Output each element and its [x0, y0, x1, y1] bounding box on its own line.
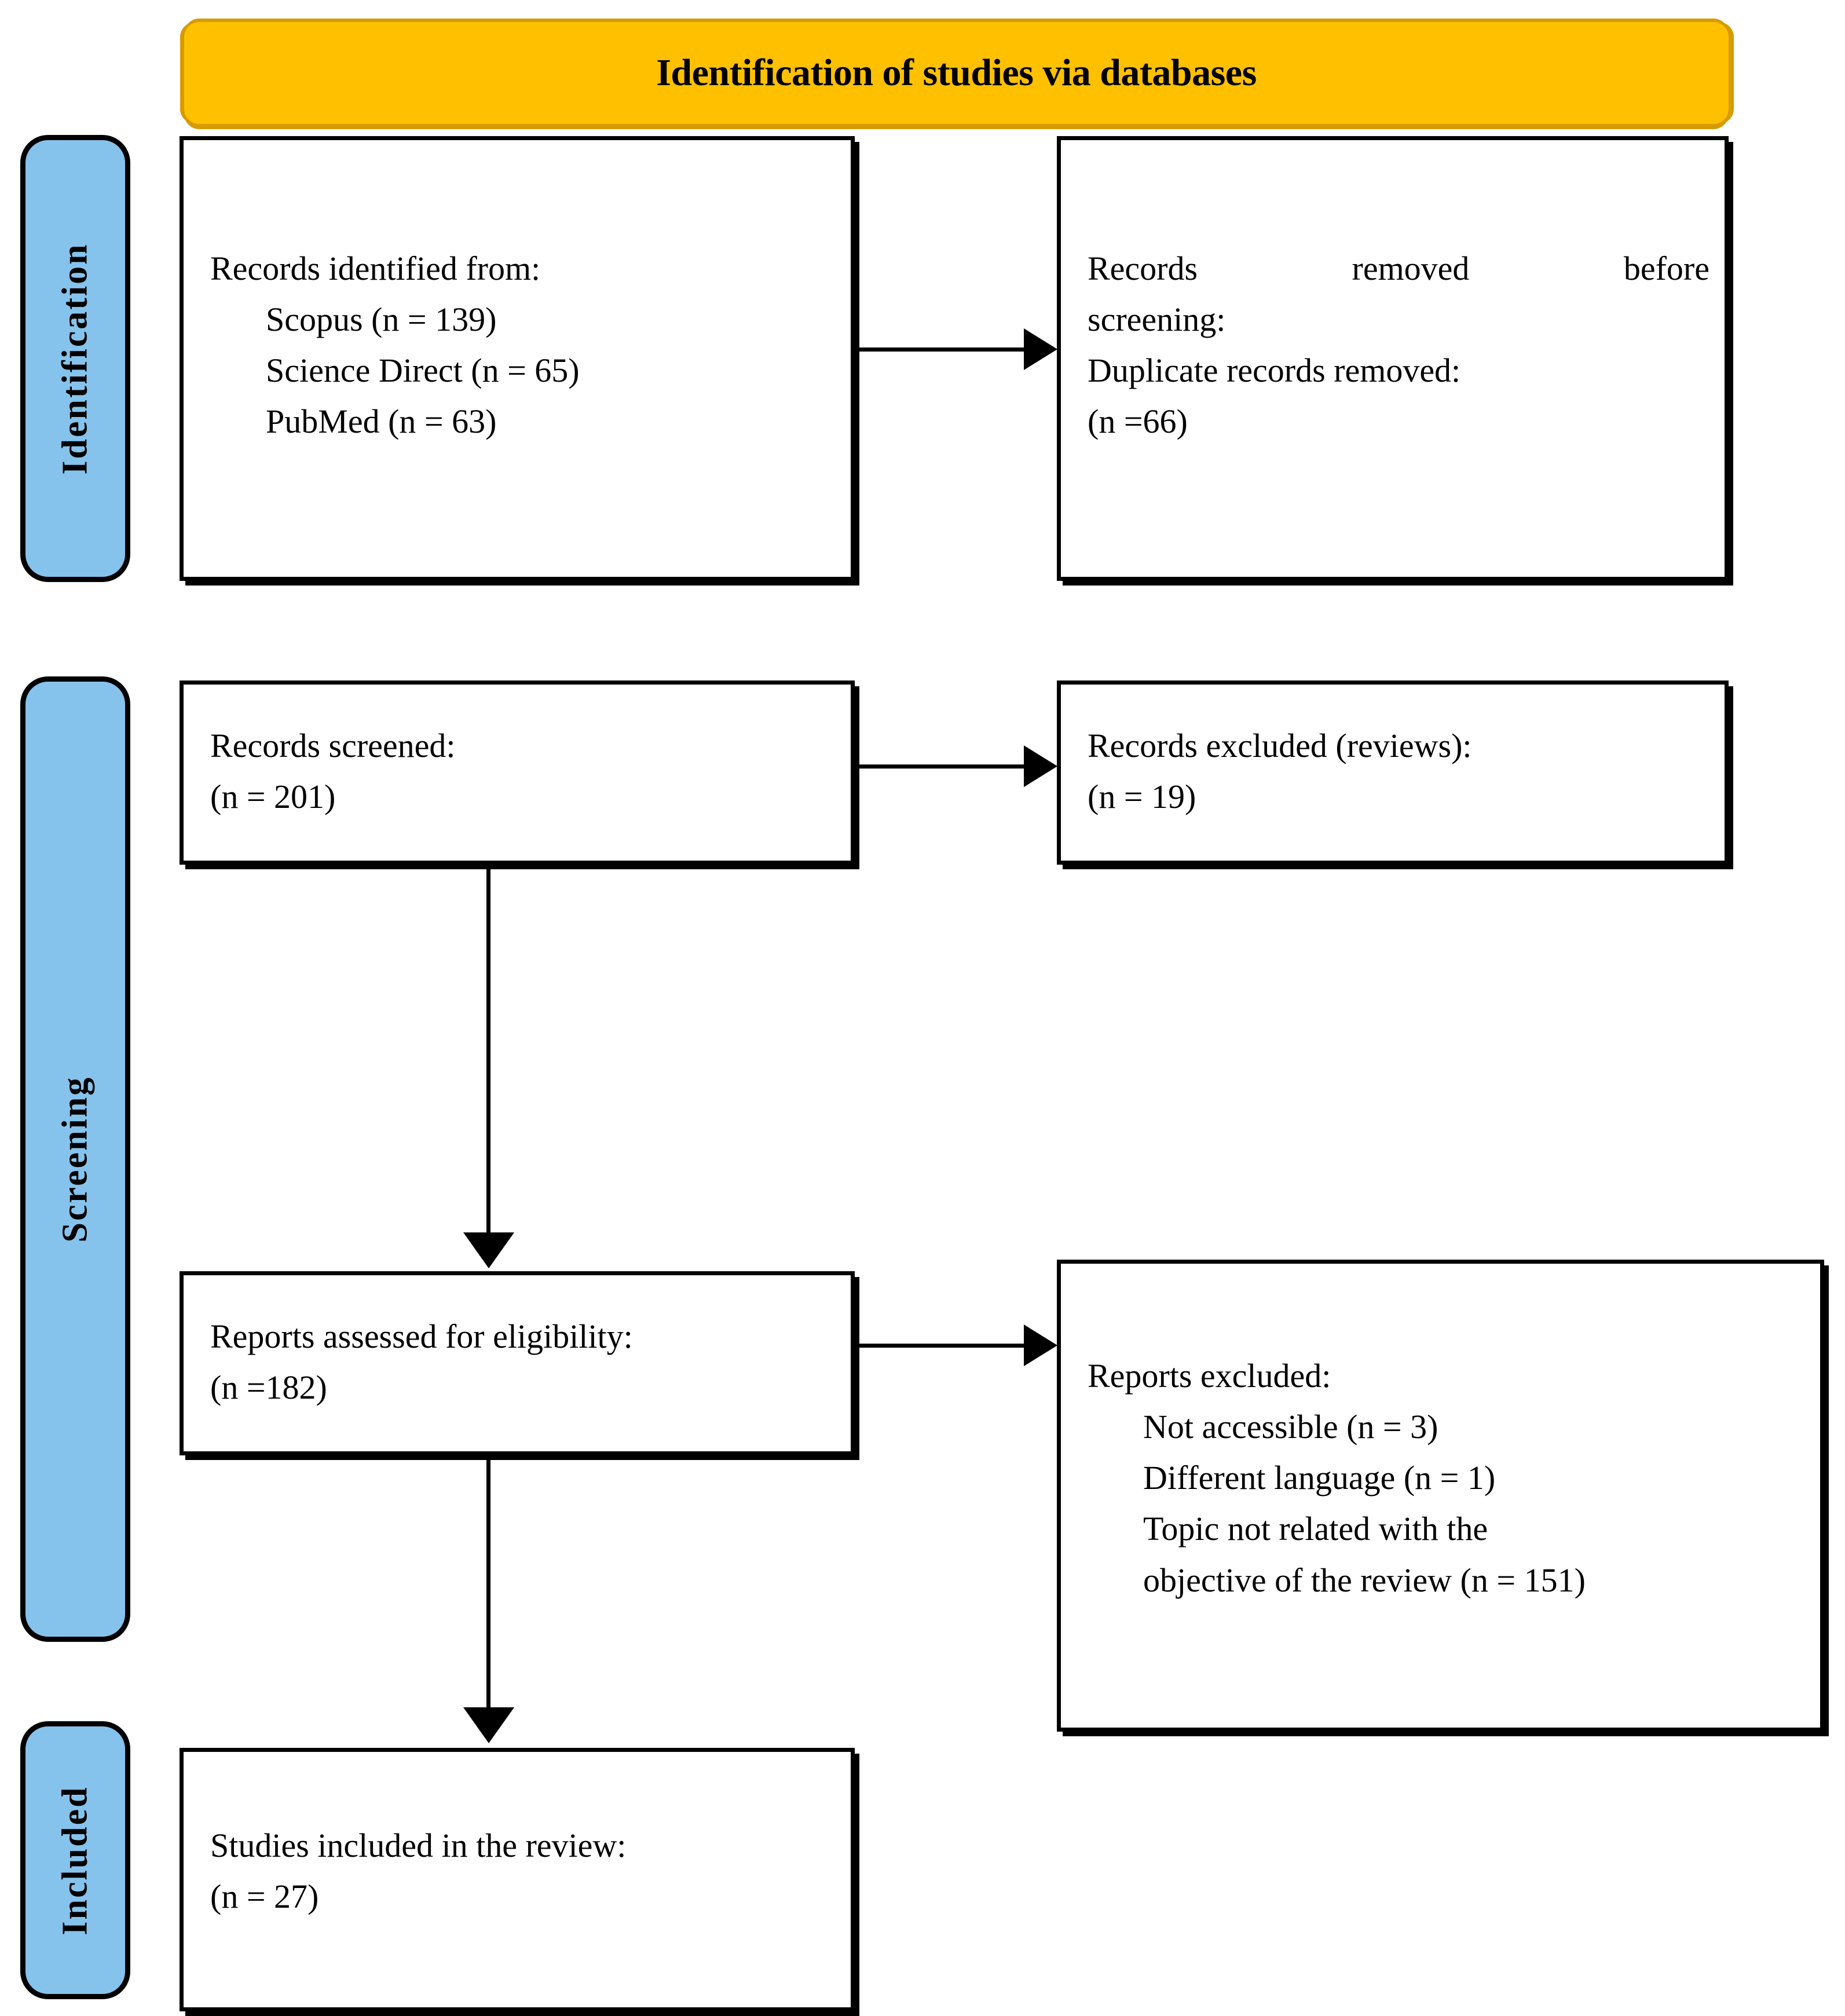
records-identified-source-science-direct: Science Direct (n = 65): [266, 352, 580, 390]
stage-pill-included: Included: [20, 1721, 130, 1999]
box-reports-assessed-text: Reports assessed for eligibility: (n =18…: [210, 1311, 836, 1413]
records-excluded-reviews-lead: Records excluded (reviews):: [1088, 727, 1472, 764]
box-records-removed-text: Records removed before screening: Duplic…: [1088, 243, 1709, 448]
records-screened-count: (n = 201): [210, 778, 336, 816]
records-screened-lead: Records screened:: [210, 727, 456, 764]
reports-excluded-reason-not-accessible: Not accessible (n = 3): [1143, 1408, 1438, 1446]
box-records-screened-text: Records screened: (n = 201): [210, 720, 836, 822]
records-removed-line-3: Duplicate records removed:: [1088, 352, 1461, 390]
reports-assessed-lead: Reports assessed for eligibility:: [210, 1318, 633, 1355]
arrow-down-icon-screened-to-eligibility: [463, 1232, 514, 1268]
records-identified-lead: Records identified from:: [210, 250, 541, 287]
box-records-identified: Records identified from: Scopus (n = 139…: [180, 136, 855, 581]
studies-included-count: (n = 27): [210, 1878, 319, 1916]
records-identified-source-scopus: Scopus (n = 139): [266, 301, 497, 339]
box-records-screened: Records screened: (n = 201): [180, 680, 855, 865]
arrow-right-icon-eligibility-to-reports-excluded: [1024, 1325, 1057, 1366]
box-studies-included-text: Studies included in the review: (n = 27): [210, 1820, 836, 1922]
box-studies-included: Studies included in the review: (n = 27): [180, 1748, 855, 2011]
box-records-identified-text: Records identified from: Scopus (n = 139…: [210, 243, 836, 448]
records-identified-source-pubmed: PubMed (n = 63): [266, 403, 497, 441]
connector-eligibility-to-included: [486, 1457, 490, 1712]
connector-screened-to-excluded-reviews: [858, 764, 1026, 769]
records-removed-line-1: Records removed before: [1088, 250, 1709, 287]
connector-screened-to-eligibility: [486, 866, 490, 1237]
arrow-right-icon-identified-to-removed: [1024, 328, 1057, 370]
records-removed-count: (n =66): [1088, 403, 1188, 441]
connector-identified-to-removed: [858, 347, 1026, 352]
arrow-right-icon-screened-to-excluded-reviews: [1024, 745, 1057, 787]
connector-eligibility-to-reports-excluded: [858, 1344, 1026, 1348]
stage-pill-identification: Identification: [20, 135, 130, 582]
reports-excluded-reason-different-language: Different language (n = 1): [1143, 1459, 1496, 1497]
box-reports-assessed-for-eligibility: Reports assessed for eligibility: (n =18…: [180, 1271, 855, 1455]
reports-excluded-reason-topic-line-1: Topic not related with the: [1143, 1510, 1488, 1548]
arrow-down-icon-eligibility-to-included: [463, 1707, 514, 1743]
box-reports-excluded: Reports excluded: Not accessible (n = 3)…: [1057, 1260, 1824, 1732]
reports-excluded-reason-topic-line-2: objective of the review (n = 151): [1143, 1561, 1586, 1599]
box-records-removed-before-screening: Records removed before screening: Duplic…: [1057, 136, 1729, 581]
box-records-excluded-reviews: Records excluded (reviews): (n = 19): [1057, 680, 1729, 865]
header-banner: Identification of studies via databases: [184, 22, 1729, 124]
records-excluded-reviews-count: (n = 19): [1088, 778, 1196, 816]
header-title: Identification of studies via databases: [656, 52, 1257, 94]
stage-label-screening: Screening: [55, 1075, 95, 1243]
reports-assessed-count: (n =182): [210, 1369, 327, 1407]
box-reports-excluded-text: Reports excluded: Not accessible (n = 3)…: [1088, 1351, 1805, 1606]
reports-excluded-lead: Reports excluded:: [1088, 1357, 1331, 1395]
stage-label-identification: Identification: [55, 242, 95, 475]
records-removed-line-2: screening:: [1088, 301, 1226, 339]
stage-pill-screening: Screening: [20, 676, 130, 1642]
box-records-excluded-reviews-text: Records excluded (reviews): (n = 19): [1088, 720, 1709, 822]
stage-label-included: Included: [55, 1785, 95, 1935]
studies-included-lead: Studies included in the review:: [210, 1827, 627, 1864]
